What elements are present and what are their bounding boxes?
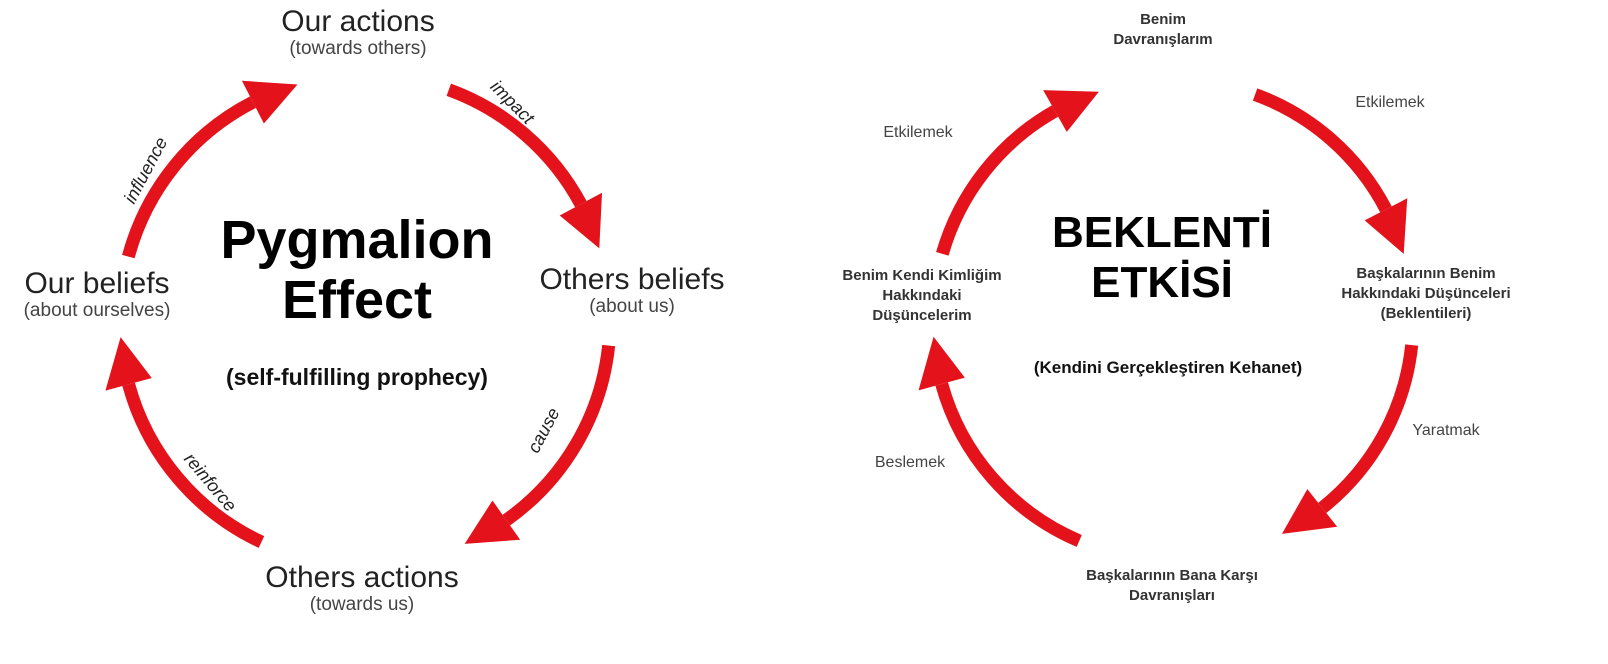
node-line: Hakkındaki xyxy=(882,287,962,304)
diagram-title-tr: BEKLENTİ ETKİSİ xyxy=(1052,208,1272,308)
node-baskalarinin-dusunceleri: Başkalarının Benim Hakkındaki Düşünceler… xyxy=(1341,264,1510,324)
impact-arrowhead-icon xyxy=(559,192,603,249)
node-benim-davranislarim: Benim Davranışlarım xyxy=(1113,10,1212,50)
arrow-label-yaratmak: Yaratmak xyxy=(1412,422,1480,439)
yaratmak-arrowhead-icon xyxy=(1281,489,1338,534)
node-sublabel: (towards others) xyxy=(289,38,427,59)
node-label: Others actions xyxy=(265,561,459,594)
cause-arrowhead-icon xyxy=(464,500,521,544)
node-line: Benim xyxy=(1140,11,1186,28)
node-sublabel: (about ourselves) xyxy=(23,300,171,321)
etkilemek-left-arrow-shaft xyxy=(936,105,1059,256)
diagram-subtitle-tr: (Kendini Gerçekleştiren Kehanet) xyxy=(1033,358,1303,377)
node-label: Our actions xyxy=(281,5,435,38)
influence-arrowhead-icon xyxy=(241,80,298,124)
node-line: Davranışlarım xyxy=(1113,31,1213,48)
node-kimlik-dusuncelerim: Benim Kendi Kimliğim Hakkındaki Düşüncel… xyxy=(842,266,1001,326)
node-others-beliefs: Others beliefs (about us) xyxy=(539,264,724,318)
cause-arrow-shaft xyxy=(502,344,616,526)
title-line: BEKLENTİ xyxy=(1052,208,1272,257)
node-label: Our beliefs xyxy=(24,267,170,300)
node-our-beliefs: Our beliefs (about ourselves) xyxy=(24,268,171,322)
node-label: Others beliefs xyxy=(539,263,725,296)
diagram-subtitle: (self-fulfilling prophecy) xyxy=(226,364,488,390)
node-line: Başkalarının Benim xyxy=(1356,265,1496,282)
node-line: Benim Kendi Kimliğim xyxy=(842,267,1002,284)
node-baskalarinin-davranislari: Başkalarının Bana Karşı Davranışları xyxy=(1086,566,1258,606)
node-sublabel: (towards us) xyxy=(309,594,415,615)
node-line: Başkalarının Bana Karşı xyxy=(1086,567,1258,584)
etkilemek-right-arrow-shaft xyxy=(1252,88,1392,213)
arrow-label-etkilemek-right: Etkilemek xyxy=(1355,94,1425,111)
node-line: (Beklentileri) xyxy=(1380,305,1472,322)
beslemek-arrow-shaft xyxy=(935,382,1082,547)
arrow-label-beslemek: Beslemek xyxy=(874,454,946,471)
etkilemek-left-arrowhead-icon xyxy=(1043,90,1099,132)
node-line: Hakkındaki Düşünceleri xyxy=(1341,285,1511,302)
arrow-label-etkilemek-left: Etkilemek xyxy=(883,124,953,141)
reinforce-arrow-shaft xyxy=(122,382,265,548)
impact-arrow-shaft xyxy=(446,83,587,208)
node-others-actions: Others actions (towards us) xyxy=(265,562,458,616)
influence-arrow-shaft xyxy=(122,96,256,259)
etkilemek-right-arrowhead-icon xyxy=(1364,198,1408,254)
title-line: ETKİSİ xyxy=(1091,258,1233,307)
node-line: Düşüncelerim xyxy=(872,307,972,324)
diagram-title: Pygmalion Effect xyxy=(220,210,493,330)
title-line: Effect xyxy=(281,270,433,330)
reinforce-arrowhead-icon xyxy=(105,337,152,391)
node-sublabel: (about us) xyxy=(589,296,675,317)
title-line: Pygmalion xyxy=(220,210,494,270)
beslemek-arrowhead-icon xyxy=(918,336,965,391)
node-line: Davranışları xyxy=(1129,587,1215,604)
node-our-actions: Our actions (towards others) xyxy=(281,6,434,60)
yaratmak-arrow-shaft xyxy=(1318,344,1419,514)
